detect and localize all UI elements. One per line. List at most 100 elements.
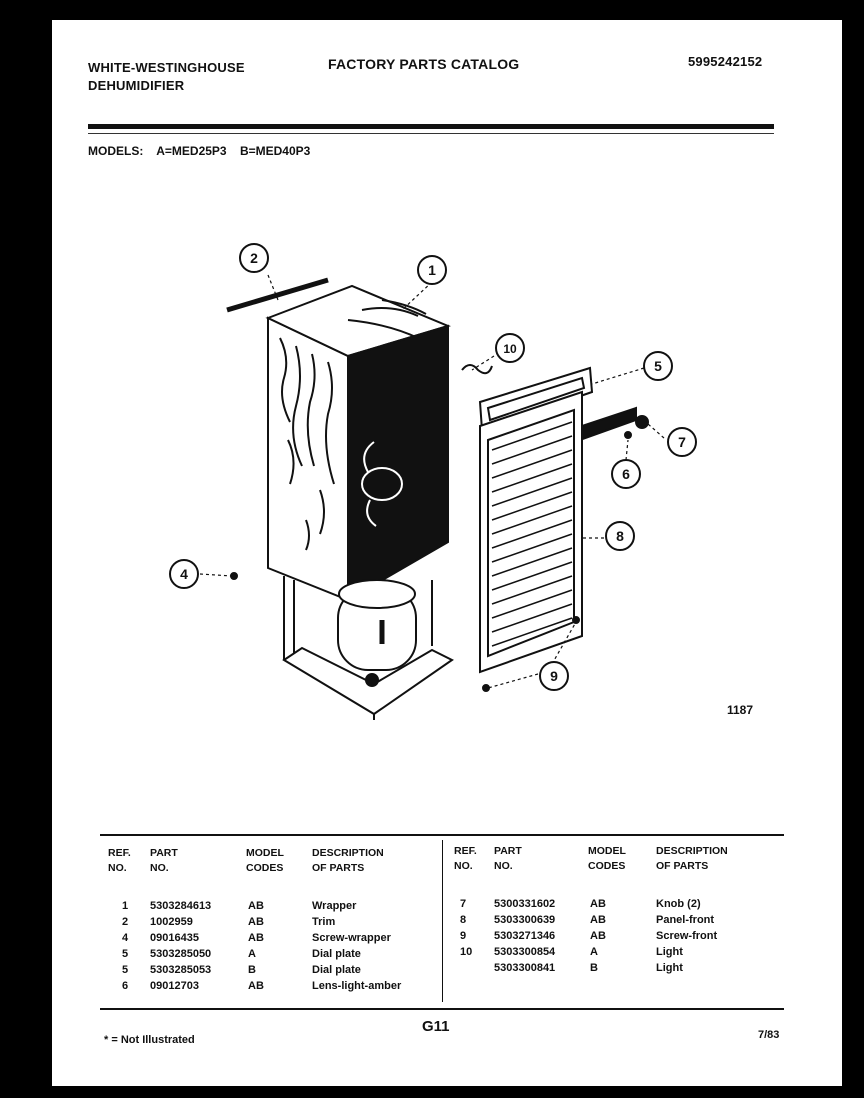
catalog-title: FACTORY PARTS CATALOG <box>328 56 520 72</box>
compressor <box>337 579 417 687</box>
table-cell: Panel-front <box>656 914 715 926</box>
header-ref: REF.NO. <box>108 847 131 874</box>
catalog-page: WHITE-WESTINGHOUSE DEHUMIDIFIER FACTORY … <box>52 20 842 1086</box>
callout-7 <box>667 427 697 457</box>
table-cell: Wrapper <box>312 900 357 912</box>
header-rule-thin <box>88 133 774 134</box>
table-cell: 9 <box>460 930 467 942</box>
product-type: DEHUMIDIFIER <box>88 78 185 93</box>
table-cell: AB <box>590 898 606 910</box>
front-panel <box>479 390 583 674</box>
callout-9 <box>539 661 569 691</box>
control-knob <box>635 415 649 429</box>
callout-10 <box>495 333 525 363</box>
table-cell: Light <box>656 962 683 974</box>
table-cell: Light <box>656 946 683 958</box>
page-code: G11 <box>422 1018 450 1035</box>
table-cell: AB <box>248 932 264 944</box>
callout-label: 8 <box>616 528 624 544</box>
table-cell: A <box>590 946 598 958</box>
table-cell: 5303285053 <box>150 964 212 976</box>
table-cell: 5303271346 <box>494 930 556 942</box>
models-line: MODELS: A=MED25P3 B=MED40P3 <box>88 144 320 158</box>
indicator-light <box>461 364 493 375</box>
callout-6 <box>611 459 641 489</box>
table-cell: Trim <box>312 916 336 928</box>
table-cell: 5303284613 <box>150 900 212 912</box>
exploded-parts-diagram: 2 1 10 5 7 6 8 4 9 <box>169 243 697 720</box>
front-screw <box>482 684 490 692</box>
table-cell: 6 <box>122 980 129 992</box>
table-cell: AB <box>248 980 264 992</box>
callout-label: 5 <box>654 358 662 374</box>
model-a: A=MED25P3 <box>156 144 227 158</box>
table-cell: A <box>248 948 256 960</box>
callout-label: 7 <box>678 434 686 450</box>
table-cell: Dial plate <box>312 948 361 960</box>
table-cell: 5303285050 <box>150 948 212 960</box>
table-divider <box>442 840 443 1002</box>
table-cell: 5300331602 <box>494 898 556 910</box>
callout-label: 4 <box>180 566 188 582</box>
table-cell: Lens-light-amber <box>312 980 402 992</box>
table-cell: 09016435 <box>150 932 199 944</box>
table-cell: 5 <box>122 964 129 976</box>
fan-motor <box>361 441 403 527</box>
table-cell: 8 <box>460 914 467 926</box>
table-cell <box>460 960 472 976</box>
table-cell: Screw-wrapper <box>312 932 391 944</box>
table-cell: 5303300841 <box>494 962 556 974</box>
table-cell: 5 <box>122 948 129 960</box>
callout-label: 9 <box>550 668 558 684</box>
brand-name: WHITE-WESTINGHOUSE <box>88 60 245 75</box>
callout-4 <box>169 559 199 589</box>
catalog-date: 7/83 <box>758 1029 780 1041</box>
table-cell: 5303300639 <box>494 914 556 926</box>
callout-label: 2 <box>250 250 258 266</box>
table-cell: Screw-front <box>656 930 718 942</box>
callout-1 <box>417 255 447 285</box>
header-ref: REF.NO. <box>454 845 477 872</box>
table-cell: 7 <box>460 898 467 910</box>
table-cell: Dial plate <box>312 964 361 976</box>
callout-5 <box>643 351 673 381</box>
trim-strip <box>226 277 329 313</box>
table-cell: 2 <box>122 916 129 928</box>
table-cell: AB <box>590 930 606 942</box>
col-part: 5300331602 5303300639 5303271346 5303300854… <box>494 896 555 976</box>
table-cell: Knob (2) <box>656 898 701 910</box>
callout-8 <box>605 521 635 551</box>
table-cell: 10 <box>460 946 473 958</box>
table-cell: B <box>248 964 256 976</box>
table-cell: AB <box>248 900 264 912</box>
callout-2 <box>239 243 269 273</box>
table-cell: 5303300854 <box>494 946 556 958</box>
table-cell: 4 <box>122 932 129 944</box>
front-screw <box>572 616 580 624</box>
models-label: MODELS: <box>88 144 144 158</box>
col-ref: 1 2 4 5 5 6 <box>122 898 128 994</box>
lens <box>624 431 632 439</box>
table-cell: B <box>590 962 598 974</box>
footnote: * = Not Illustrated <box>104 1034 195 1046</box>
callout-label: 10 <box>503 342 517 356</box>
table-cell: 09012703 <box>150 980 199 992</box>
table-cell: 1 <box>122 900 129 912</box>
col-ref: 7 8 9 10 <box>460 896 472 976</box>
table-cell: AB <box>248 916 264 928</box>
table-cell: 1002959 <box>150 916 193 928</box>
wrapper-cabinet <box>265 284 451 602</box>
col-part: 5303284613 1002959 09016435 5303285050 53032… <box>150 898 211 994</box>
header-rule-thick <box>88 124 774 129</box>
